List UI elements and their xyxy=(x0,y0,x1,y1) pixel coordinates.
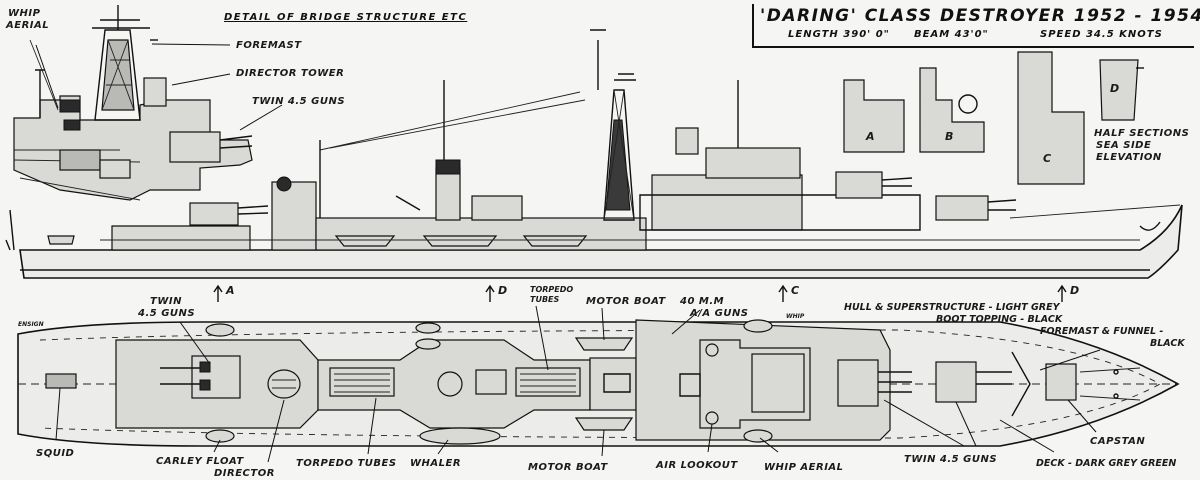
whip-leader xyxy=(35,44,59,109)
carley-float-label: CARLEY FLOAT xyxy=(156,456,244,467)
guns-leader xyxy=(239,104,283,131)
director-leader xyxy=(171,73,231,86)
title-frame xyxy=(752,4,1194,48)
half-sections-caption-2: SEA SIDE xyxy=(1096,140,1151,151)
marker-d-fwd: D xyxy=(1070,284,1079,297)
torpedo-tubes-bottom-label: TORPEDO TUBES xyxy=(296,458,397,469)
air-lookout-label: AIR LOOKOUT xyxy=(655,460,738,471)
squid-label: SQUID xyxy=(36,448,74,459)
whip-aerial-plan-label: WHIP AERIAL xyxy=(764,462,844,473)
twin-guns-aft-label-2: 4.5 GUNS xyxy=(137,308,195,319)
director-label: DIRECTOR xyxy=(214,468,275,479)
half-sections-caption-3: ELEVATION xyxy=(1096,152,1162,163)
twin-guns-fwd-label: TWIN 4.5 GUNS xyxy=(904,454,997,465)
half-sections xyxy=(843,51,1144,185)
length-spec: LENGTH 390' 0" xyxy=(788,29,890,40)
half-sections-caption-1: HALF SECTIONS xyxy=(1094,128,1189,139)
beam-spec: BEAM 43'0" xyxy=(914,29,989,40)
marker-c: C xyxy=(791,284,799,297)
aa-guns-label-1: 40 M.M xyxy=(679,296,724,307)
bridge-detail xyxy=(5,5,253,251)
section-label-c: C xyxy=(1043,152,1051,165)
detail-title: DETAIL OF BRIDGE STRUCTURE ETC xyxy=(224,12,468,23)
plan-leaders xyxy=(55,305,1101,463)
foremast-leader xyxy=(151,43,231,46)
section-label-b: B xyxy=(945,130,953,143)
deck-plan xyxy=(17,319,1180,447)
marker-d-aft: D xyxy=(498,284,507,297)
deck-colour-note: DECK - DARK GREY GREEN xyxy=(1036,458,1176,469)
aa-guns-label-2: A/A GUNS xyxy=(689,308,749,319)
section-markers xyxy=(213,284,1067,302)
drawing-title: 'DARING' CLASS DESTROYER 1952 - 1954 xyxy=(760,6,1200,26)
foremast-label: FOREMAST xyxy=(236,40,302,51)
ensign-label: ENSIGN xyxy=(18,321,44,328)
whip-aerial-label-1: WHIP xyxy=(8,8,41,19)
twin-guns-label: TWIN 4.5 GUNS xyxy=(252,96,345,107)
section-label-d: D xyxy=(1110,82,1119,95)
torpedo-tubes-top-label-1: TORPEDO xyxy=(530,285,573,294)
whaler-label: WHALER xyxy=(410,458,461,469)
hull-colour-note: HULL & SUPERSTRUCTURE - LIGHT GREY xyxy=(844,302,1061,313)
motor-boat-top-label: MOTOR BOAT xyxy=(586,296,666,307)
boot-topping-note: BOOT TOPPING - BLACK xyxy=(936,314,1063,325)
whip-aerial-label-2: AERIAL xyxy=(5,20,49,31)
twin-guns-aft-label-1: TWIN xyxy=(150,296,182,307)
speed-spec: SPEED 34.5 KNOTS xyxy=(1040,29,1163,40)
director-tower-label: DIRECTOR TOWER xyxy=(236,68,344,79)
whip-small-label: WHIP xyxy=(786,313,805,320)
torpedo-tubes-top-label-2: TUBES xyxy=(530,295,560,304)
capstan-label: CAPSTAN xyxy=(1090,436,1145,447)
foremast-funnel-note: FOREMAST & FUNNEL - xyxy=(1040,326,1163,337)
section-label-a: A xyxy=(865,130,875,143)
marker-a: A xyxy=(225,284,235,297)
black-note: BLACK xyxy=(1150,338,1185,349)
motor-boat-bottom-label: MOTOR BOAT xyxy=(528,462,608,473)
side-elevation xyxy=(19,29,1183,279)
